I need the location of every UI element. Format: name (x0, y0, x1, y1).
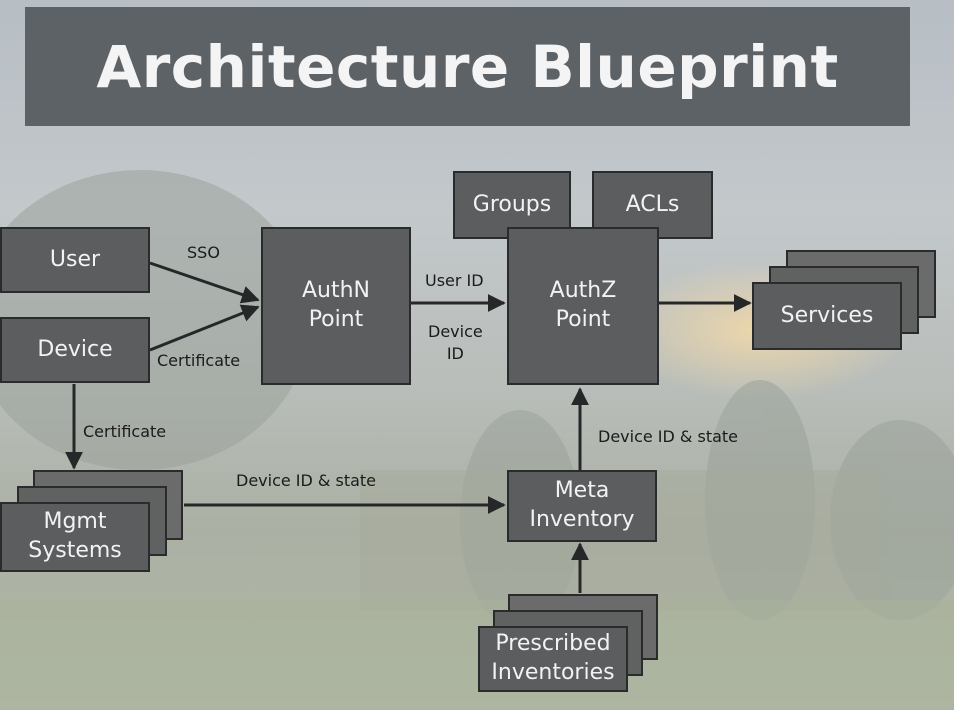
lawn-silhouette (0, 600, 954, 710)
edge-label-certificate-authn: Certificate (157, 351, 241, 370)
edge-label-device-id-line2: ID (446, 343, 464, 363)
user-box-label: User (49, 246, 101, 272)
prescribed-inventories-box: Prescribed Inventories (478, 626, 628, 692)
mgmt-label-line1: Mgmt (43, 509, 107, 535)
arrow-user-to-authn (149, 261, 260, 304)
groups-box-label: Groups (472, 191, 552, 217)
edge-label-device-id-state-meta: Device ID & state (598, 427, 739, 446)
title-banner: Architecture Blueprint (25, 7, 910, 126)
authn-label-line1: AuthN (301, 278, 371, 304)
meta-label-line2: Inventory (529, 507, 635, 532)
user-box: User (0, 227, 150, 293)
edge-label-device-id-line1: Device (428, 322, 483, 341)
mgmt-label-line2: Systems (28, 538, 122, 563)
edge-label-sso: SSO (187, 243, 220, 262)
page-title: Architecture Blueprint (96, 32, 839, 101)
authn-label-line2: Point (308, 307, 364, 332)
authz-point-box: AuthZ Point (507, 227, 659, 385)
authn-point-box: AuthN Point (261, 227, 411, 385)
authz-label-line1: AuthZ (549, 278, 617, 304)
meta-label-line1: Meta (554, 478, 610, 504)
edge-label-device-id-state-mgmt: Device ID & state (236, 471, 377, 490)
prescribed-label-line1: Prescribed (495, 631, 611, 657)
services-box: Services (752, 282, 902, 350)
edge-label-user-id: User ID (425, 271, 484, 290)
prescribed-label-line2: Inventories (491, 660, 615, 685)
authz-label-line2: Point (555, 307, 611, 332)
edge-label-certificate-mgmt: Certificate (83, 422, 167, 441)
mgmt-systems-box: Mgmt Systems (0, 502, 150, 572)
arrow-device-to-authn (149, 304, 260, 352)
edge-label-device-id: Device ID (428, 321, 483, 364)
services-box-label: Services (780, 302, 874, 328)
acls-box-label: ACLs (625, 191, 680, 217)
device-box: Device (0, 317, 150, 383)
device-box-label: Device (37, 336, 113, 362)
meta-inventory-box: Meta Inventory (507, 470, 657, 542)
